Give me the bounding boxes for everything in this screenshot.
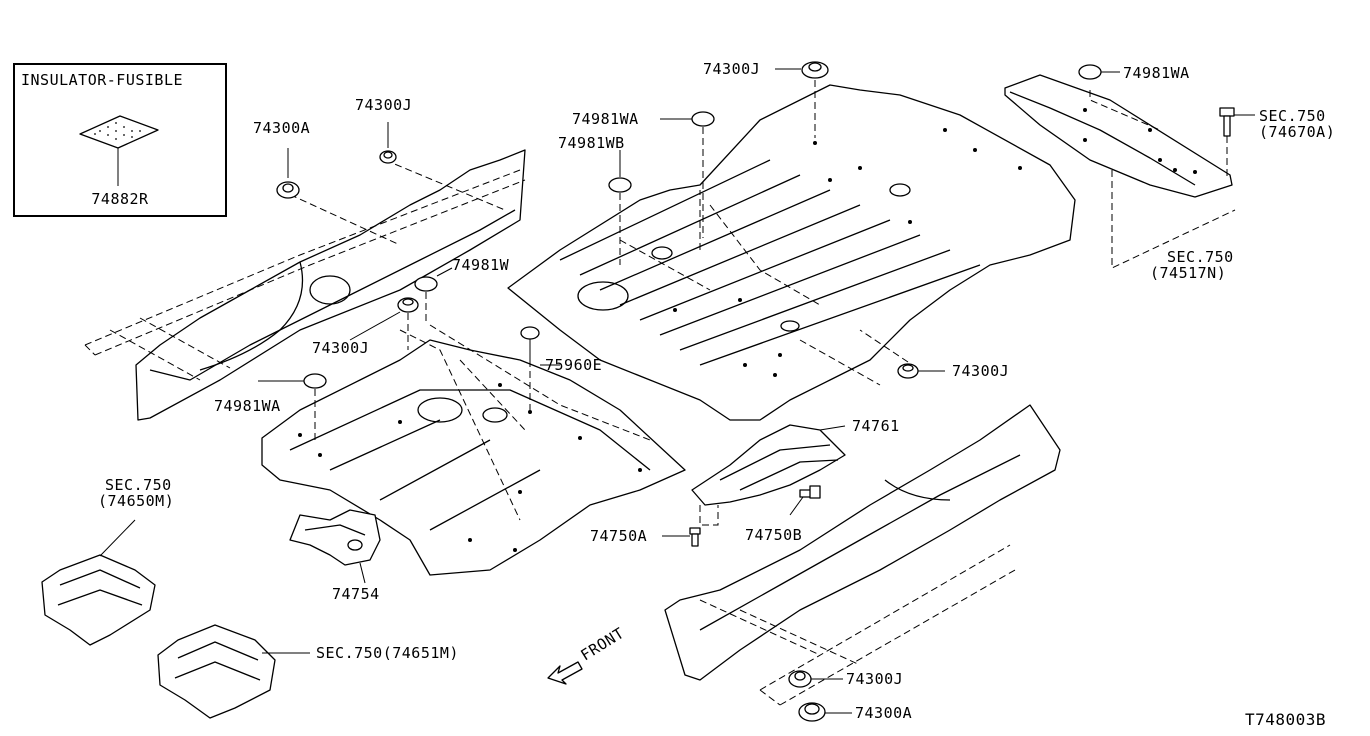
right-side-sill (664, 404, 1061, 706)
label-sec750-74517N-line1: SEC.750 (1167, 248, 1234, 266)
label-74981WA-center: 74981WA (572, 110, 639, 128)
bolt-74670A (1219, 107, 1255, 180)
grommet-74300J-topcenter (775, 61, 829, 138)
clip-75960E (520, 326, 560, 410)
pad-74981WA-center (660, 111, 715, 238)
pad-74981W (414, 267, 453, 325)
grommet-74300J-mid (349, 297, 419, 350)
label-74300A-top: 74300A (253, 119, 311, 137)
diagram-code: T748003B (1245, 710, 1327, 729)
label-74981WB: 74981WB (558, 134, 625, 152)
label-75960E: 75960E (545, 356, 603, 374)
grommet-74300A-bottom (798, 702, 852, 722)
label-74981WA-right: 74981WA (1123, 64, 1190, 82)
bracket-74754 (289, 509, 381, 584)
bolt-74750B (789, 485, 821, 516)
label-74300J-mid: 74300J (312, 339, 370, 357)
legend-part-number: 74882R (91, 190, 149, 208)
front-floor-insulator (261, 324, 686, 576)
label-74300A-bottom: 74300A (855, 704, 913, 722)
pad-74981WA-left (258, 373, 327, 440)
insulator-swatch (79, 115, 159, 186)
label-74981WA-left: 74981WA (214, 397, 281, 415)
label-74981W: 74981W (452, 256, 510, 274)
heat-insulator-74761 (691, 424, 846, 526)
label-74300J-bottom: 74300J (846, 670, 904, 688)
label-74300J-topcenter: 74300J (703, 60, 761, 78)
label-sec750-74650M-line1: SEC.750 (105, 476, 172, 494)
crossmember-74650M (41, 519, 156, 646)
rear-floor-panel (1004, 74, 1236, 269)
center-floor-insulator (507, 84, 1076, 421)
grommet-74300J-bottom (788, 670, 843, 688)
left-side-sill (84, 149, 526, 421)
legend-title: INSULATOR-FUSIBLE (21, 71, 184, 89)
bolt-74750A (662, 527, 701, 547)
crossmember-74651M (157, 624, 310, 719)
label-74754: 74754 (332, 585, 380, 603)
label-74750A: 74750A (590, 527, 648, 545)
grommet-74300A-top (276, 148, 300, 199)
label-sec750-74670A-line2: (74670A) (1259, 123, 1336, 141)
legend-box: INSULATOR-FUSIBLE 74882R (13, 63, 227, 217)
grommet-74300J-right (859, 329, 945, 379)
label-sec750-74651M: SEC.750(74651M) (316, 644, 459, 662)
label-sec750-74670A-line1: SEC.750 (1259, 107, 1326, 125)
grommet-74300J-top (379, 122, 397, 164)
label-sec750-74650M-line2: (74650M) (98, 492, 175, 510)
pad-74981WB (608, 150, 632, 265)
pad-74981WA-right (1078, 64, 1120, 80)
label-sec750-74517N-line2: (74517N) (1150, 264, 1227, 282)
label-74750B: 74750B (745, 526, 803, 544)
label-74300J-right: 74300J (952, 362, 1010, 380)
label-74761: 74761 (852, 417, 900, 435)
front-arrow-icon (547, 661, 583, 685)
label-74300J-top: 74300J (355, 96, 413, 114)
